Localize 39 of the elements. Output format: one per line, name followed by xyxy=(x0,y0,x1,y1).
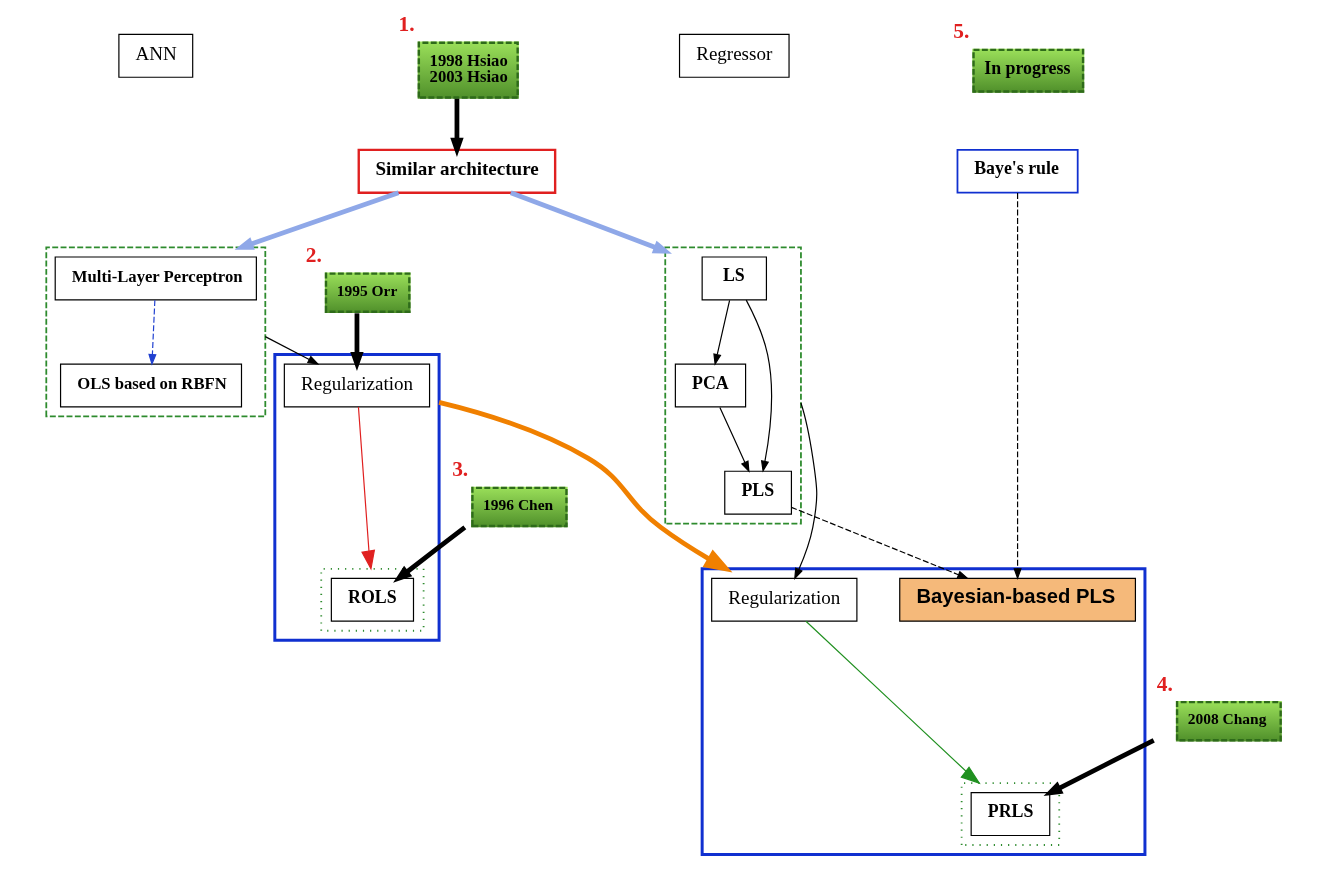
arrow xyxy=(438,400,732,573)
node-box: PLS xyxy=(723,470,792,515)
cluster xyxy=(663,246,802,525)
arrow xyxy=(509,190,672,254)
node-box: PRLS xyxy=(970,792,1050,837)
node-label: 3. xyxy=(451,457,468,482)
node-label: 2. xyxy=(305,243,322,268)
node-box: Regularization xyxy=(710,577,857,622)
node-box: LS xyxy=(701,256,767,301)
cluster xyxy=(960,782,1060,846)
arrow xyxy=(790,506,969,580)
node-label: 1. xyxy=(398,12,415,37)
arrow xyxy=(349,313,364,371)
arrow xyxy=(1043,738,1155,797)
node-box: Baye's rule xyxy=(956,148,1079,194)
node-box: Similar architecture xyxy=(357,148,556,194)
node-box: Multi-Layer Perceptron xyxy=(54,256,257,301)
node-box: Regressor xyxy=(678,33,790,78)
node-box: OLS based on RBFN xyxy=(59,363,242,408)
arrow xyxy=(264,336,319,365)
arrow xyxy=(793,402,817,580)
arrow xyxy=(147,299,157,366)
arrow xyxy=(804,620,981,785)
arrow xyxy=(718,406,750,473)
arrow xyxy=(1012,192,1022,581)
arrow xyxy=(357,406,375,571)
arrow xyxy=(392,525,466,583)
arrow xyxy=(712,299,730,366)
node-box: ANN xyxy=(117,33,193,78)
node-box: PCA xyxy=(674,363,746,408)
arrow xyxy=(745,299,772,473)
node-label: 5. xyxy=(952,19,969,44)
node-box: Regularization xyxy=(283,363,430,408)
arrow xyxy=(449,98,464,157)
node-label: 4. xyxy=(1156,671,1173,696)
node-box: Bayesian-based PLS xyxy=(898,577,1136,622)
arrow xyxy=(234,190,399,250)
node-box: ROLS xyxy=(330,577,414,622)
cluster xyxy=(44,246,266,418)
